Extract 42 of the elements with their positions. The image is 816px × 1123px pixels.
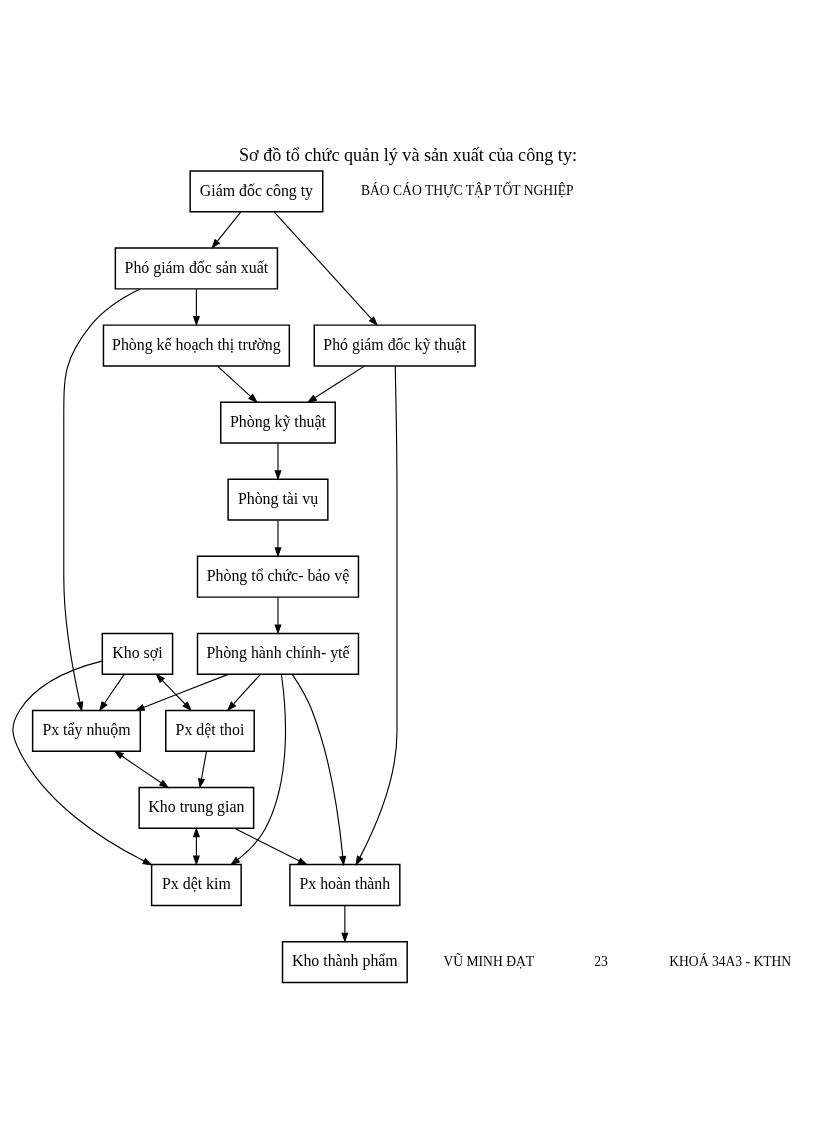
node-box: Phòng tổ chức- bảo vệ [196,555,360,598]
node-box: Phòng tài vụ [227,478,329,521]
arrow [226,673,261,711]
arrow [155,672,192,711]
arrow [274,596,282,635]
arrow [63,287,141,712]
arrow [192,288,200,326]
arrow [274,442,282,480]
arrow [217,365,258,403]
node-box: Giám đốc công ty [189,169,324,213]
arrow [198,750,207,789]
node-box: Kho trung gian [138,786,255,829]
arrow [355,365,398,866]
arrow [234,827,308,865]
arrow [229,673,287,865]
arrow [98,673,125,711]
arrow [12,660,153,865]
arrow [134,673,229,711]
arrow [211,211,242,249]
node-box: Px dệt thoi [165,709,255,752]
arrow [113,750,170,788]
node-box: Px tẩy nhuộm [31,709,142,752]
label: 23 [594,953,608,969]
diagram-title: Sơ đồ tổ chức quản lý và sản xuất của công ty: [238,144,578,165]
node-box: Kho thành phẩm [281,940,408,983]
arrow [306,365,365,403]
node-box: Phòng kỹ thuật [220,400,336,444]
arrow [273,211,379,326]
arrow [192,826,200,866]
node-box: Phòng kế hoạch thị trường [102,323,291,367]
node-box: Kho sợi [101,632,174,675]
node-box: Px hoàn thành [289,863,401,906]
arrow [341,904,349,943]
label: KHOÁ 34A3 - KTHN [669,953,792,969]
label: VŨ MINH ĐẠT [443,953,535,969]
arrow [274,519,282,558]
node-box: Phó giám đốc sản xuất [114,246,279,290]
label: BÁO CÁO THỰC TẬP TỐT NGHIỆP [360,182,574,198]
node-box: Phòng hành chính- ytế [196,632,360,675]
node-box: Px dệt kim [150,863,242,906]
node-box: Phó giám đốc kỹ thuật [313,323,476,367]
arrow [291,673,347,866]
